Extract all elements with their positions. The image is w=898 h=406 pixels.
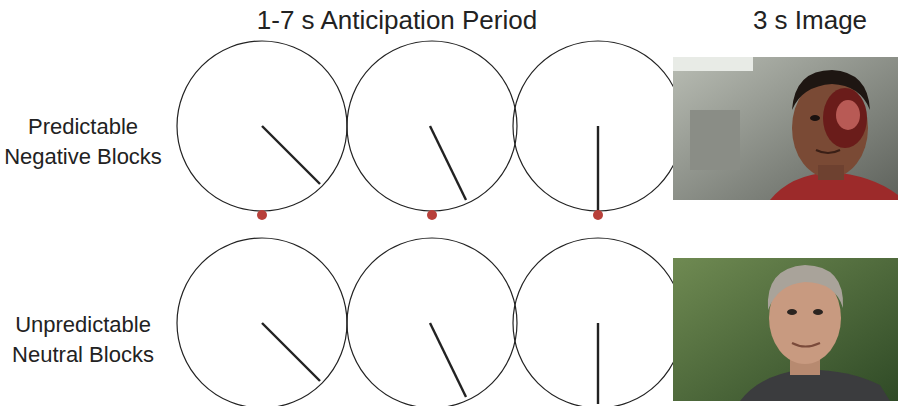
clock-dial (177, 238, 683, 406)
cue-dot (257, 210, 603, 220)
clock-hand (262, 323, 598, 404)
neutral-photo (673, 258, 898, 401)
clock-hand (262, 126, 598, 211)
row-label: Unpredictable Neutral Blocks (3, 310, 163, 370)
column-heading: 1-7 s Anticipation Period (187, 4, 607, 36)
negative-photo (673, 57, 898, 200)
clock-dial (177, 41, 683, 211)
column-heading: 3 s Image (725, 4, 895, 36)
row-label: Predictable Negative Blocks (3, 112, 163, 172)
